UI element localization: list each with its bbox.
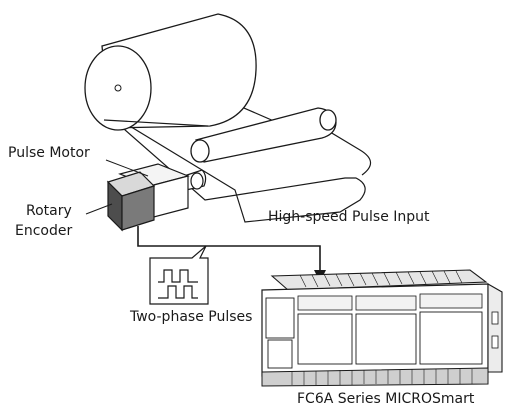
encoder-leader bbox=[85, 203, 113, 215]
rotary-encoder-label-line2: Encoder bbox=[15, 223, 73, 239]
high-speed-pulse-input-label: High-speed Pulse Input bbox=[268, 209, 430, 225]
large-roller-icon bbox=[84, 13, 257, 131]
small-roller-icon bbox=[190, 107, 337, 163]
plc-controller-icon bbox=[261, 269, 503, 387]
pulse-motor-leader bbox=[105, 159, 149, 177]
rotary-encoder-icon bbox=[106, 171, 156, 232]
signal-wire bbox=[137, 226, 321, 272]
motor-shaft bbox=[183, 169, 207, 191]
paper-edge bbox=[229, 101, 372, 176]
two-phase-pulses-label: Two-phase Pulses bbox=[130, 309, 253, 325]
plc-model-label: FC6A Series MICROSmart bbox=[297, 391, 475, 407]
paper-web bbox=[99, 107, 366, 223]
two-phase-pulse-icon bbox=[149, 245, 209, 305]
pulse-motor-label: Pulse Motor bbox=[8, 145, 90, 161]
rotary-encoder-label-line1: Rotary bbox=[26, 203, 72, 219]
